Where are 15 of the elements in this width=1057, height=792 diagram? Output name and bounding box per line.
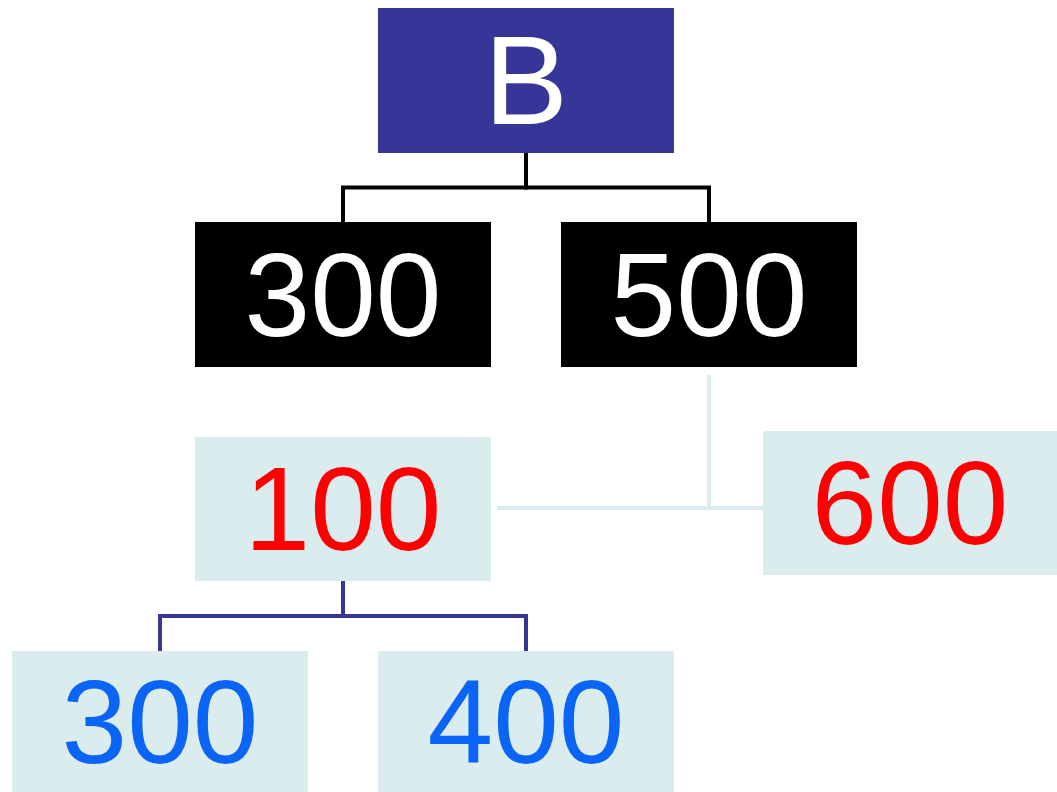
value-text: 600: [811, 444, 1009, 562]
value-text: 300: [61, 662, 259, 781]
connector-line: [524, 153, 711, 222]
value-box: [195, 222, 491, 367]
value-text: 400: [427, 662, 625, 781]
value-text: 500: [610, 235, 808, 354]
value-text: 300: [244, 235, 442, 354]
value-box: [763, 431, 1057, 575]
value-text: 100: [244, 450, 442, 568]
value-text: B: [483, 17, 568, 144]
value-box: [195, 437, 491, 581]
value-box: [12, 651, 308, 792]
title-box: [378, 8, 674, 153]
value-box: [378, 651, 674, 792]
value-box: [561, 222, 857, 367]
